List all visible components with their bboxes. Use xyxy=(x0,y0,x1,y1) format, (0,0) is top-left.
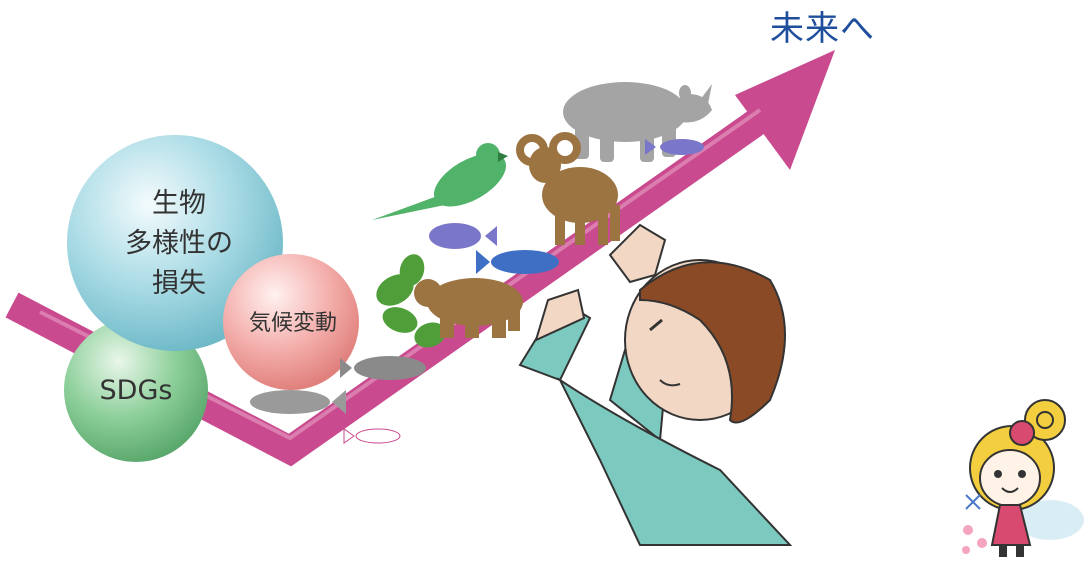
ram-icon xyxy=(516,132,620,245)
biodiversity-label-line: 生物 xyxy=(152,188,206,219)
sdgs-label: SDGs xyxy=(99,375,173,406)
fish-icon xyxy=(645,139,704,155)
biodiversity-label-line: 損失 xyxy=(152,268,206,299)
parrot-icon xyxy=(372,143,508,220)
leaf-icon xyxy=(376,254,446,348)
biodiversity-label-line: 多様性の xyxy=(125,228,233,259)
climate-bubble xyxy=(223,254,359,390)
future-label: 未来へ xyxy=(770,9,875,49)
fish-icon xyxy=(429,223,497,249)
fish-icon xyxy=(343,428,401,444)
fish-icon xyxy=(250,390,346,414)
fish-icon xyxy=(476,250,559,274)
person-reaching xyxy=(518,223,793,546)
fish-icon xyxy=(340,356,426,380)
climate-change-label: 気候変動 xyxy=(248,311,337,336)
sdgs-bubble xyxy=(64,318,208,462)
bear-icon xyxy=(414,278,523,338)
biodiversity-label: 生物 多様性の 損失 xyxy=(108,184,250,304)
mascot-character xyxy=(962,399,1084,557)
